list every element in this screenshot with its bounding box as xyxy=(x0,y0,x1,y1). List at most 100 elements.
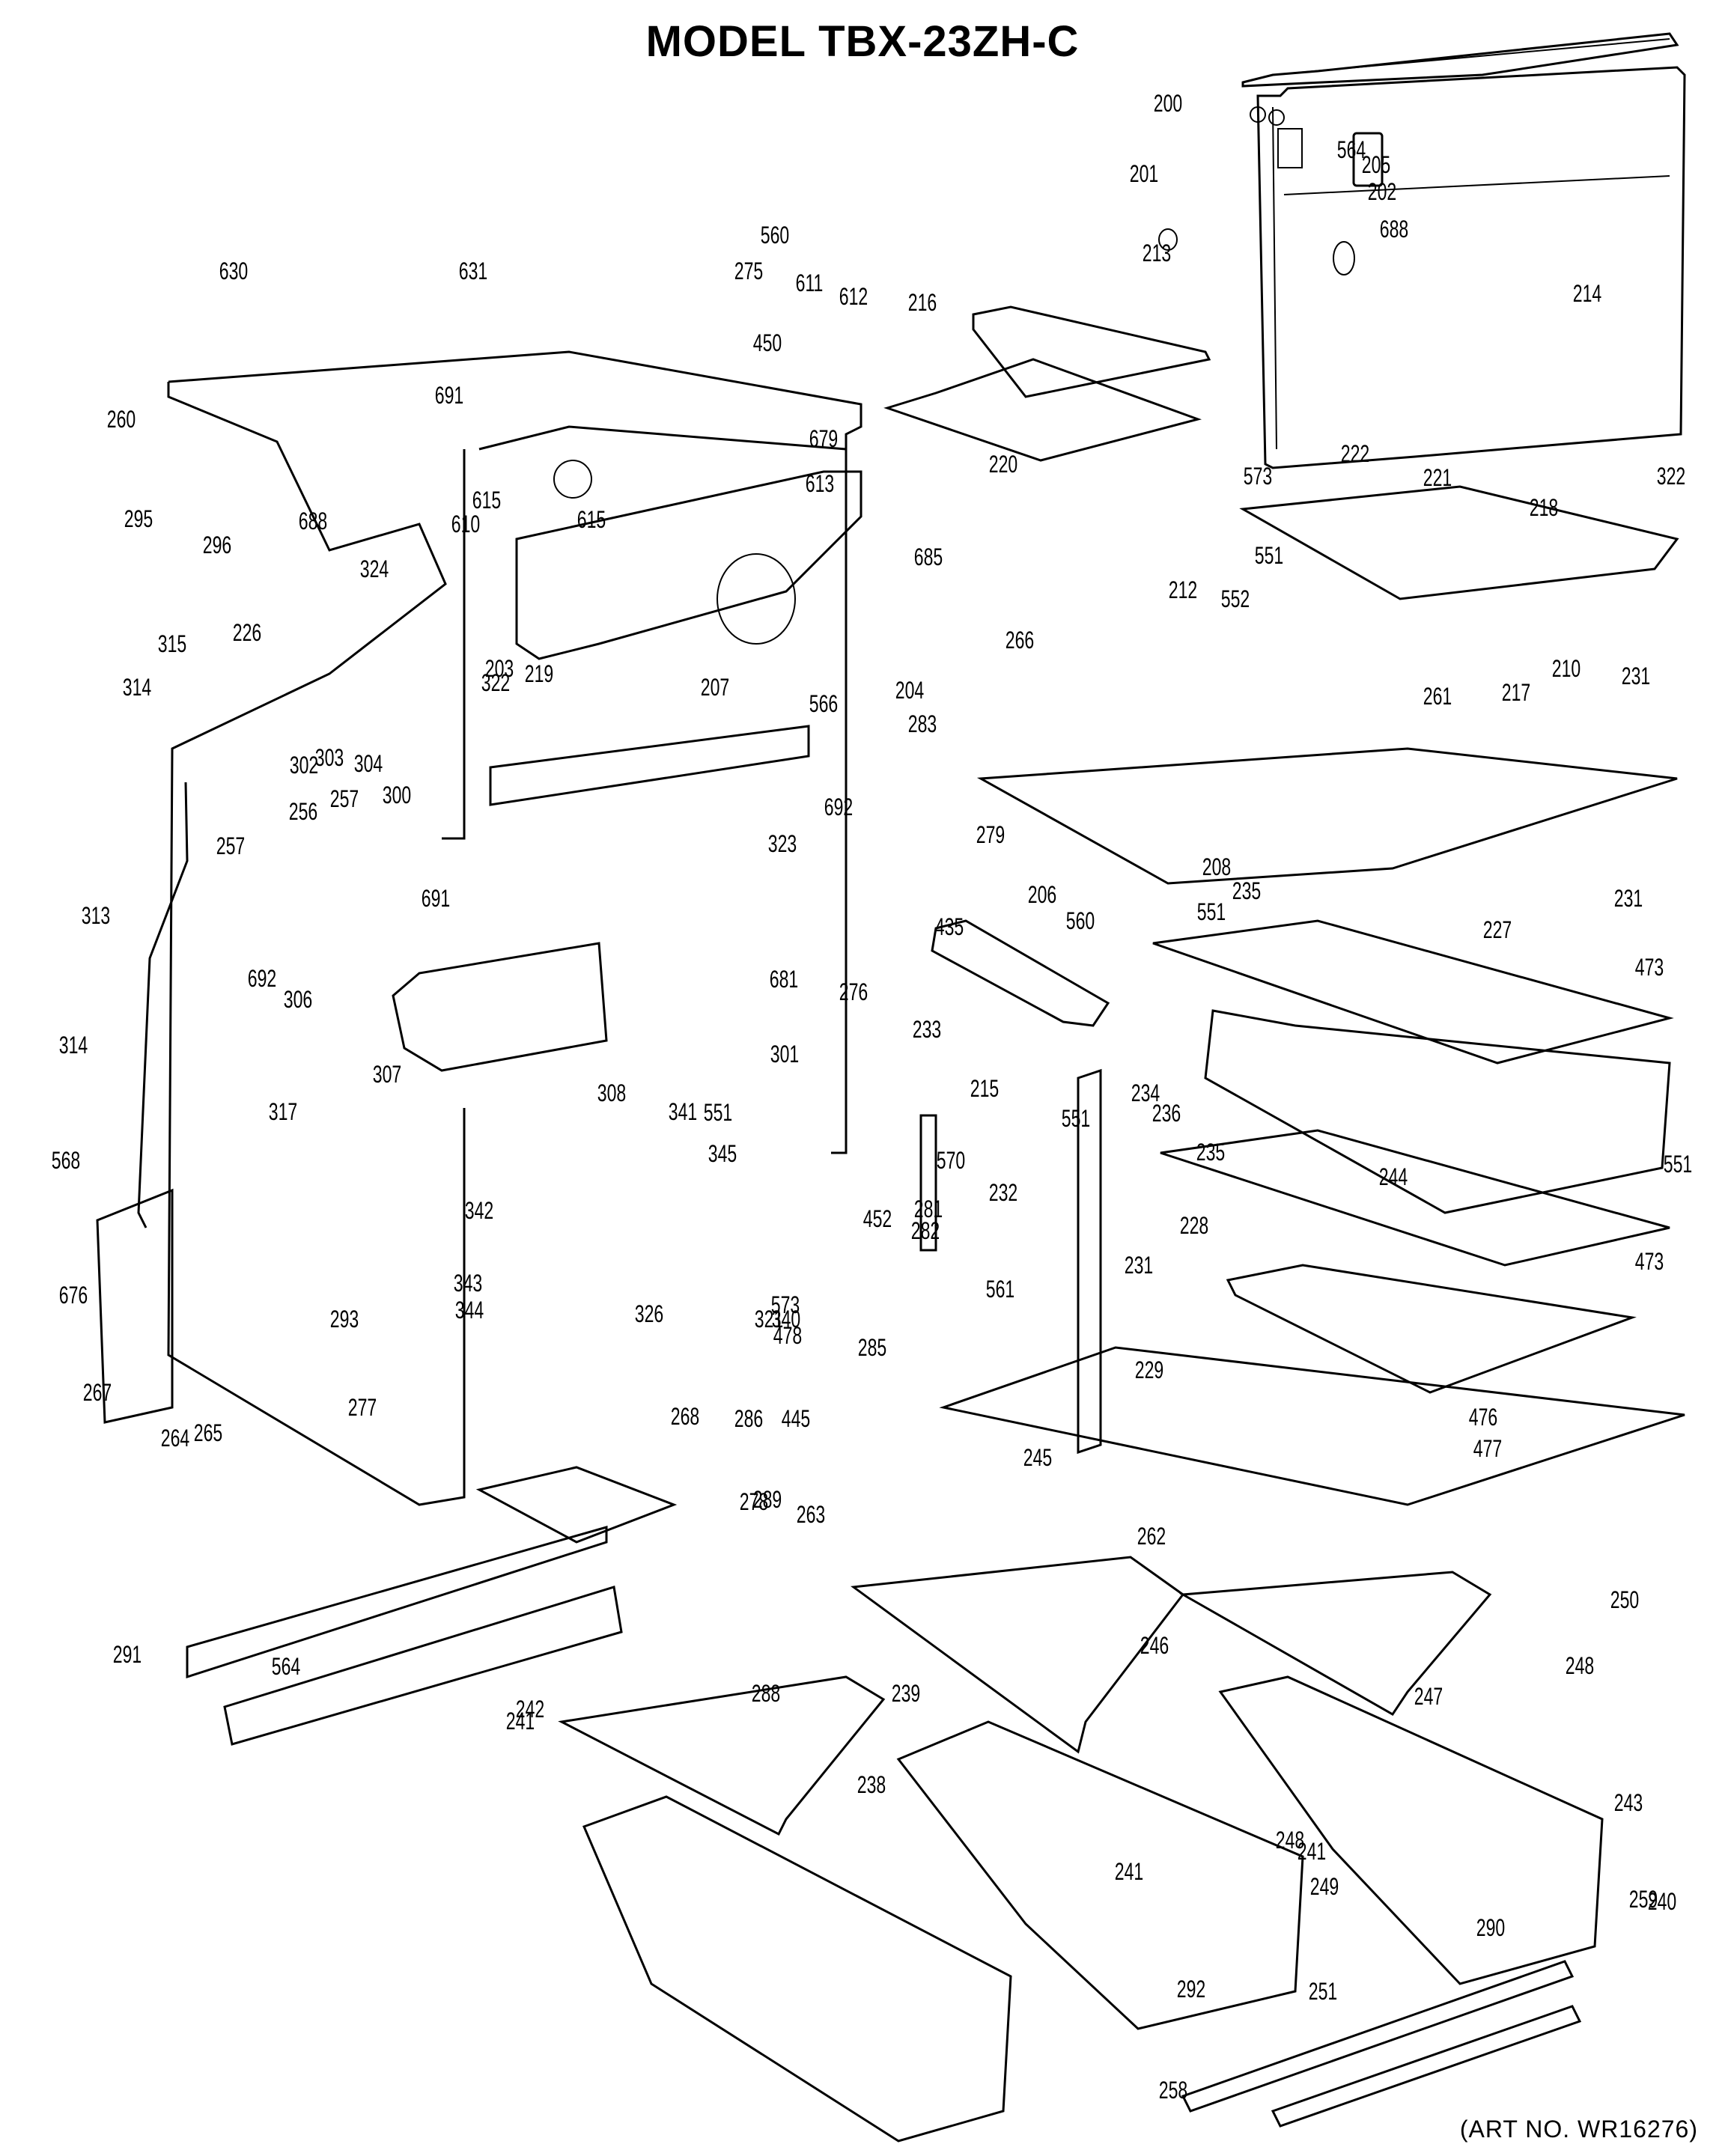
part-callout-679: 679 xyxy=(809,425,839,452)
crisper-cover-right xyxy=(1179,1571,1492,1716)
part-callout-692: 692 xyxy=(247,965,277,992)
part-callout-304: 304 xyxy=(353,750,383,777)
part-callout-301: 301 xyxy=(770,1041,800,1068)
part-callout-568: 568 xyxy=(51,1147,81,1174)
part-callout-222: 222 xyxy=(1340,440,1370,467)
part-callout-276: 276 xyxy=(839,978,868,1005)
part-callout-615: 615 xyxy=(472,487,502,514)
diagram-title: MODEL TBX-23ZH-C xyxy=(645,17,1080,66)
part-callout-340: 340 xyxy=(771,1306,801,1333)
part-callout-685: 685 xyxy=(913,543,943,570)
part-callout-343: 343 xyxy=(453,1270,483,1297)
evaporator-cover xyxy=(515,470,862,660)
part-callout-573: 573 xyxy=(770,1291,800,1318)
part-callout-231: 231 xyxy=(1124,1252,1154,1279)
art-number: (ART NO. WR16276) xyxy=(1459,2116,1698,2143)
part-callout-226: 226 xyxy=(232,619,262,646)
side-panel xyxy=(96,1188,174,1424)
part-callout-478: 478 xyxy=(773,1322,803,1349)
part-callout-345: 345 xyxy=(708,1140,737,1167)
part-callout-450: 450 xyxy=(752,329,782,356)
part-callout-265: 265 xyxy=(193,1419,223,1446)
part-callout-289: 289 xyxy=(752,1486,782,1513)
part-callout-235: 235 xyxy=(1232,877,1262,904)
shelf-229 xyxy=(939,1346,1685,1506)
part-callout-296: 296 xyxy=(202,532,232,558)
part-callout-234: 234 xyxy=(1131,1079,1160,1106)
part-callout-307: 307 xyxy=(372,1061,402,1088)
part-callout-445: 445 xyxy=(781,1405,811,1432)
cabinet-outline xyxy=(168,350,862,1154)
part-callout-610: 610 xyxy=(451,511,481,538)
part-callout-552: 552 xyxy=(1220,585,1250,612)
part-callout-266: 266 xyxy=(1005,627,1035,654)
part-callout-206: 206 xyxy=(1027,881,1057,908)
part-callout-259: 259 xyxy=(1628,1886,1658,1913)
part-callout-615: 615 xyxy=(576,506,606,533)
crisper-pan-right xyxy=(1218,1675,1604,1985)
part-callout-248: 248 xyxy=(1275,1827,1305,1854)
part-callout-219: 219 xyxy=(524,660,554,687)
part-callout-245: 245 xyxy=(1023,1444,1053,1471)
shelf-ladder-233 xyxy=(919,1114,937,1252)
part-callout-241: 241 xyxy=(505,1708,535,1735)
part-callout-561: 561 xyxy=(985,1276,1015,1303)
shelf-261 xyxy=(976,747,1678,885)
part-callout-210: 210 xyxy=(1551,655,1581,682)
part-callout-250: 250 xyxy=(1610,1586,1640,1613)
part-callout-241: 241 xyxy=(1297,1838,1327,1865)
part-callout-239: 239 xyxy=(891,1680,921,1707)
part-callout-251: 251 xyxy=(1308,1978,1338,2005)
part-callout-243: 243 xyxy=(1613,1789,1643,1816)
part-callout-326: 326 xyxy=(634,1300,664,1327)
part-callout-228: 228 xyxy=(1179,1212,1209,1239)
part-callout-295: 295 xyxy=(124,505,153,532)
part-callout-551: 551 xyxy=(703,1099,733,1126)
part-callout-277: 277 xyxy=(347,1394,377,1421)
drawer-meat xyxy=(1226,1264,1637,1394)
part-callout-293: 293 xyxy=(329,1306,359,1333)
part-callout-302: 302 xyxy=(289,752,319,779)
part-callout-612: 612 xyxy=(839,283,868,310)
part-callout-275: 275 xyxy=(734,258,764,284)
part-callout-560: 560 xyxy=(1065,907,1095,934)
part-callout-291: 291 xyxy=(112,1641,142,1668)
drawer-236 xyxy=(1204,1009,1671,1214)
part-callout-288: 288 xyxy=(751,1680,781,1707)
crisper-cover-left xyxy=(558,1675,886,1836)
shelf-218 xyxy=(1239,485,1679,600)
part-callout-215: 215 xyxy=(970,1075,1000,1102)
part-callout-257: 257 xyxy=(329,785,359,812)
part-callout-282: 282 xyxy=(910,1217,940,1244)
part-callout-681: 681 xyxy=(769,966,799,993)
part-callout-285: 285 xyxy=(857,1334,887,1361)
part-callout-201: 201 xyxy=(1129,160,1159,187)
part-callout-435: 435 xyxy=(934,913,964,940)
part-callout-314: 314 xyxy=(58,1032,88,1059)
part-callout-566: 566 xyxy=(809,690,839,717)
part-callout-344: 344 xyxy=(454,1297,484,1324)
part-callout-300: 300 xyxy=(382,782,412,808)
part-callout-238: 238 xyxy=(857,1771,886,1798)
part-callout-260: 260 xyxy=(106,406,136,433)
part-callout-313: 313 xyxy=(81,902,111,929)
part-callout-308: 308 xyxy=(597,1079,627,1106)
shelf-227 xyxy=(1152,919,1674,1065)
part-callout-676: 676 xyxy=(58,1282,88,1309)
part-callout-203: 203 xyxy=(484,655,514,682)
door-hinge-bar xyxy=(186,1526,608,1679)
part-callout-570: 570 xyxy=(936,1147,966,1174)
part-callout-473: 473 xyxy=(1634,1248,1664,1275)
drain-pan xyxy=(475,1466,678,1544)
part-callout-217: 217 xyxy=(1501,679,1531,706)
part-callout-631: 631 xyxy=(458,258,488,284)
part-callout-564: 564 xyxy=(1336,136,1366,163)
ice-tray xyxy=(972,305,1211,398)
part-callout-283: 283 xyxy=(907,710,937,737)
part-callout-317: 317 xyxy=(268,1098,298,1125)
part-callout-204: 204 xyxy=(895,677,925,704)
part-callout-218: 218 xyxy=(1529,494,1559,521)
part-callout-216: 216 xyxy=(907,289,937,316)
part-callout-207: 207 xyxy=(700,674,730,701)
